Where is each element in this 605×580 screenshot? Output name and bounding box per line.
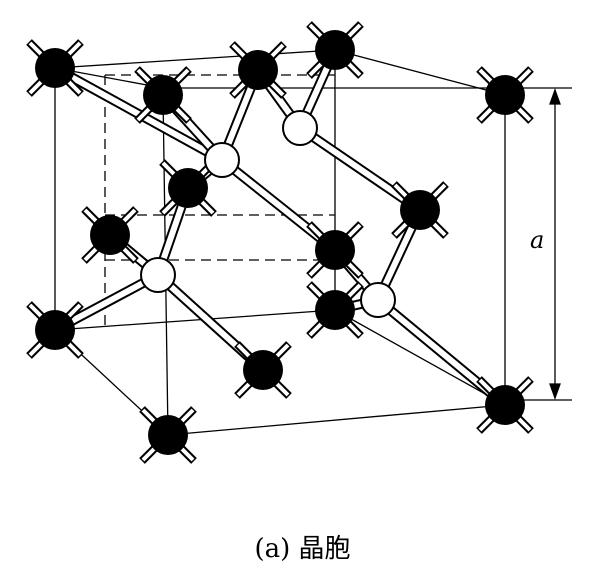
diamond-unit-cell-diagram: a (26, 21, 572, 464)
atom-black (143, 75, 183, 115)
atom-white (282, 110, 318, 146)
atom-white (140, 257, 176, 293)
atom-black (35, 310, 75, 350)
atom-black (485, 385, 525, 425)
atoms (26, 21, 534, 464)
atom-black (148, 415, 188, 455)
bond-fill (298, 125, 422, 213)
atom-black (315, 230, 355, 270)
atom-black (400, 190, 440, 230)
figure-caption: (a) 晶胞 (254, 534, 351, 564)
atom-black (315, 30, 355, 70)
cube-edge (54, 309, 336, 331)
dimension-marker (505, 87, 572, 401)
atom-black (243, 350, 283, 390)
atom-black (168, 168, 208, 208)
cube-edge (167, 404, 506, 436)
atom-black (90, 215, 130, 255)
cube-edge (334, 309, 506, 406)
atom-white (204, 142, 240, 178)
atom-black (485, 75, 525, 115)
atom-white (360, 282, 396, 318)
cube-edge (54, 49, 336, 69)
atom-black (35, 48, 75, 88)
atom-black (238, 50, 278, 90)
cube-edges (54, 49, 506, 436)
atom-black (315, 290, 355, 330)
lattice-constant-label: a (530, 226, 544, 254)
